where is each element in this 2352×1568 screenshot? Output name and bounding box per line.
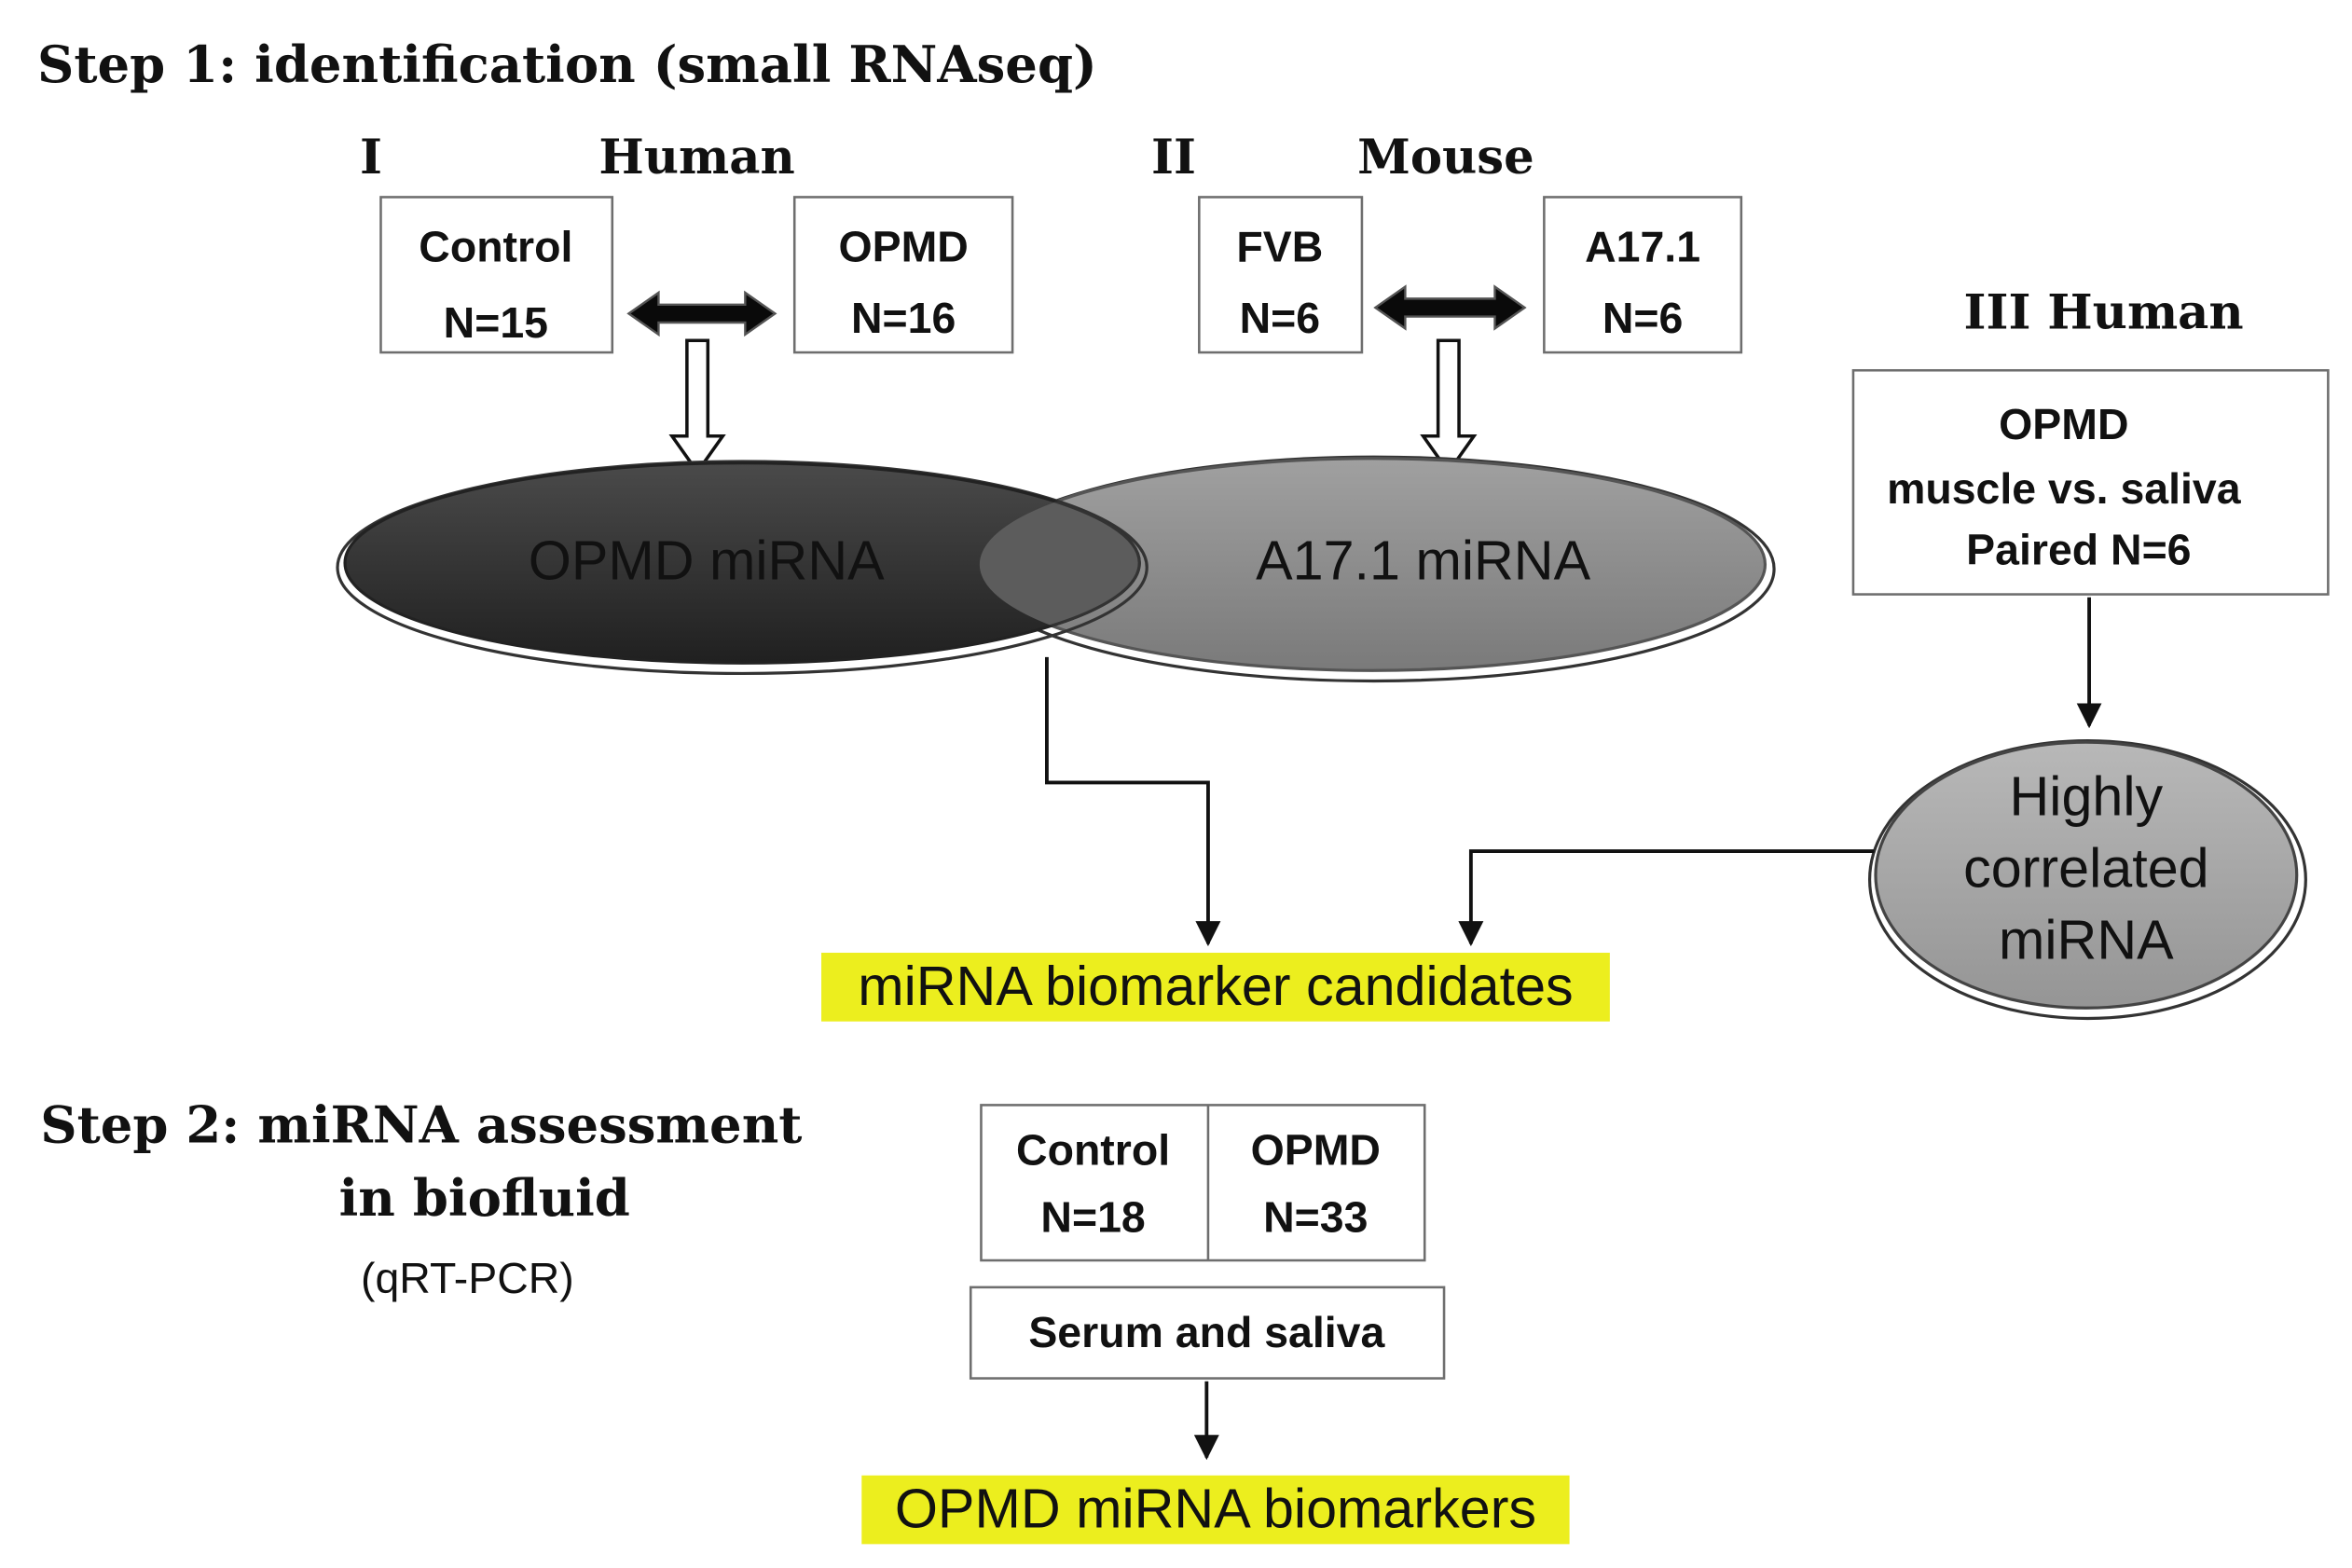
group-i-label: Human [598, 130, 794, 186]
human-opmd-label: OPMD [838, 222, 968, 270]
correlated-line-1: Highly [2010, 765, 2164, 828]
human-opmd-box: OPMD N=16 [792, 196, 1014, 354]
correlated-line-2: correlated [1963, 837, 2209, 900]
venn-overlap-region [979, 461, 1141, 665]
muscle-saliva-line-2: muscle vs. saliva [1887, 464, 2242, 513]
mouse-a17-n: N=6 [1602, 294, 1683, 342]
opmd-biomarkers-label: OPMD miRNA biomarkers [895, 1478, 1536, 1540]
correlated-mirna-ellipse: Highly correlated miRNA [1867, 738, 2307, 1021]
step1-heading: Step 1: identification (small RNAseq) [37, 34, 1097, 94]
step2-method: (qRT-PCR) [361, 1254, 574, 1302]
overlap-to-candidates-arrow [1045, 656, 1221, 947]
correlated-line-3: miRNA [1999, 908, 2174, 970]
human-control-box: Control N=15 [379, 196, 614, 354]
serum-saliva-box: Serum and saliva [969, 1286, 1446, 1380]
mouse-fvb-label: FVB [1236, 222, 1323, 270]
muscle-saliva-line-3: Paired N=6 [1966, 526, 2191, 574]
biomarker-candidates-label: miRNA biomarker candidates [858, 955, 1573, 1017]
step2-control-n: N=18 [1040, 1193, 1145, 1242]
mouse-down-hollow-arrow-icon [1420, 338, 1478, 475]
mouse-fvb-box: FVB N=6 [1198, 196, 1364, 354]
a17-mirna-label: A17.1 miRNA [1256, 530, 1590, 592]
mouse-fvb-n: N=6 [1240, 294, 1320, 342]
human-opmd-n: N=16 [851, 294, 956, 342]
group-iii-label: III Human [1964, 284, 2244, 340]
step2-opmd-label: OPMD [1251, 1125, 1381, 1174]
mouse-a17-label: A17.1 [1585, 222, 1700, 270]
correlated-to-candidates-arrow [1458, 849, 1875, 947]
human-control-n: N=15 [444, 298, 548, 347]
mouse-compare-double-arrow-icon [1373, 284, 1527, 331]
muscle-saliva-box: OPMD muscle vs. saliva Paired N=6 [1851, 368, 2330, 596]
biomarker-candidates-highlight: miRNA biomarker candidates [821, 953, 1610, 1022]
group-ii-label: Mouse [1357, 130, 1534, 186]
human-down-hollow-arrow-icon [668, 338, 726, 475]
group-i-numeral: I [360, 130, 382, 186]
serum-saliva-label: Serum and saliva [1028, 1308, 1385, 1356]
group-ii-numeral: II [1151, 130, 1196, 186]
step2-control-label: Control [1016, 1125, 1170, 1174]
step2-opmd-n: N=33 [1263, 1193, 1368, 1242]
step2-heading-line-1: Step 2: miRNA assessment [40, 1094, 802, 1154]
opmd-mirna-label: OPMD miRNA [529, 530, 885, 592]
human-control-label: Control [419, 222, 572, 270]
human-compare-double-arrow-icon [626, 290, 777, 337]
opmd-biomarkers-highlight: OPMD miRNA biomarkers [861, 1475, 1570, 1545]
mouse-a17-box: A17.1 N=6 [1543, 196, 1743, 354]
step2-cohort-box: Control N=18 OPMD N=33 [980, 1104, 1426, 1262]
muscle-saliva-line-1: OPMD [1999, 400, 2128, 448]
step2-heading-line-2: in biofluid [339, 1168, 630, 1228]
